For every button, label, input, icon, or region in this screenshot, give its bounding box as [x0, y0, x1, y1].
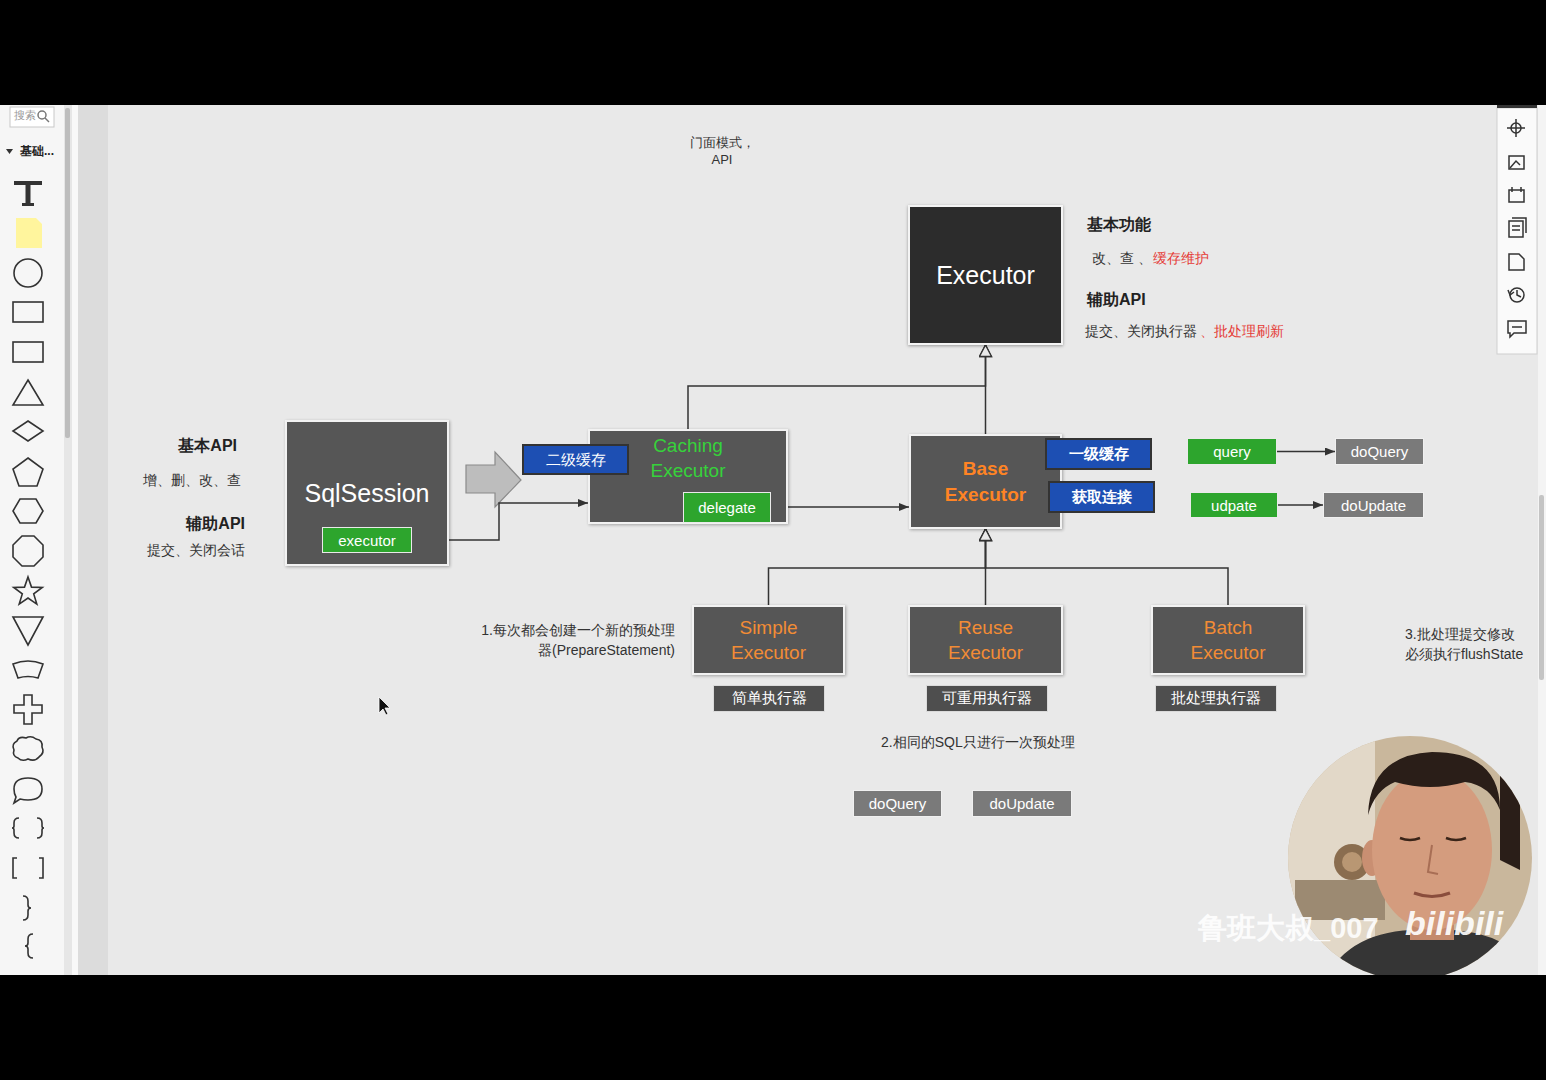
node-label: Caching Executor	[633, 433, 743, 483]
search-icon	[38, 111, 46, 119]
call-connector	[412, 503, 588, 540]
toolbar-icons	[1507, 119, 1526, 337]
node-label: SqlSession	[304, 479, 429, 508]
toolbar-scrollbar	[64, 105, 72, 975]
node-label: 批处理执行器	[1171, 689, 1261, 708]
watermark: bilibili	[1405, 902, 1503, 945]
node-label: 可重用执行器	[942, 689, 1032, 708]
field-tag: executor	[322, 527, 412, 553]
node-label: Batch Executor	[1178, 615, 1278, 665]
node-label: executor	[338, 532, 396, 549]
session-box: SqlSession executor	[285, 420, 449, 566]
name-tag: 批处理执行器	[1155, 685, 1277, 712]
executor-box: Reuse Executor	[908, 605, 1063, 675]
note-text: 1.每次都会创建一个新的预处理器(PrepareStatement)	[475, 620, 675, 660]
mouse-cursor	[379, 697, 390, 715]
feature-tag: 一级缓存	[1045, 438, 1152, 470]
note-text: 提交、关闭会话	[147, 542, 245, 560]
node-label: 简单执行器	[732, 689, 807, 708]
node-label: 二级缓存	[546, 447, 606, 472]
node-label: 获取连接	[1072, 484, 1132, 510]
node-label: doUpdate	[989, 795, 1054, 812]
call-connector	[771, 506, 909, 508]
node-label: Base Executor	[936, 456, 1036, 508]
note-text: 门面模式， API	[684, 134, 760, 168]
toolbar-text: 搜索	[14, 109, 36, 123]
note-text: 、批处理刷新	[1200, 323, 1284, 341]
executor-box: Batch Executor	[1151, 605, 1305, 675]
watermark: 鲁班大叔_007	[1198, 910, 1379, 946]
note-text: 3.批处理提交修改 必须执行flushState	[1405, 624, 1539, 664]
node-label: Executor	[936, 261, 1035, 290]
note-text: 提交、关闭执行器	[1085, 323, 1197, 341]
shape-palette	[12, 181, 44, 958]
toolbar-edge	[1497, 105, 1537, 108]
name-tag: 可重用执行器	[926, 685, 1048, 712]
note-text: 增、删、改、查	[143, 472, 241, 490]
interface-box: Executor	[908, 205, 1063, 345]
call-connector	[1278, 504, 1323, 506]
node-label: delegate	[698, 495, 756, 520]
executor-box: Base Executor一级缓存获取连接	[909, 434, 1062, 529]
top-bar	[0, 0, 1546, 105]
inheritance-connector	[688, 345, 986, 429]
scroll-thumb	[65, 108, 70, 438]
canvas-border	[72, 105, 78, 975]
node-label: Reuse Executor	[936, 615, 1036, 665]
format-toolbar	[1497, 108, 1537, 354]
search-icon	[45, 118, 49, 122]
method-box: doQuery	[853, 790, 942, 817]
feature-tag: 获取连接	[1048, 481, 1155, 513]
node-label: udpate	[1211, 497, 1257, 514]
note-text: 基本API	[178, 436, 237, 456]
method-box: doUpdate	[972, 790, 1072, 817]
executor-box: Simple Executor	[692, 605, 845, 675]
node-label: doQuery	[1351, 443, 1409, 460]
node-label: doUpdate	[1341, 497, 1406, 514]
node-label: Simple Executor	[719, 615, 819, 665]
facade-arrow	[466, 452, 521, 507]
method-tag: query	[1187, 438, 1277, 465]
collapse-caret	[6, 149, 13, 154]
node-label: query	[1213, 443, 1251, 460]
search-field	[10, 107, 54, 127]
node-label: doQuery	[869, 795, 927, 812]
call-connector	[1277, 451, 1335, 453]
shape-toolbar	[0, 105, 64, 975]
method-box: doUpdate	[1323, 492, 1424, 518]
scroll-thumb	[1539, 495, 1544, 680]
inheritance-connector	[985, 345, 987, 434]
note-text: 辅助API	[186, 514, 245, 534]
canvas-margin	[78, 105, 108, 975]
webcam-overlay	[1280, 730, 1545, 990]
name-tag: 简单执行器	[713, 685, 825, 712]
inheritance-connector	[986, 529, 1229, 605]
toolbar-text: 基础...	[20, 144, 54, 159]
note-text: 缓存维护	[1153, 250, 1209, 268]
note-text: 基本功能	[1087, 215, 1151, 235]
node-label: 一级缓存	[1069, 441, 1129, 467]
inheritance-connector	[769, 529, 986, 605]
method-box: doQuery	[1335, 438, 1424, 465]
note-text: 2.相同的SQL只进行一次预处理	[881, 734, 1075, 752]
bottom-bar	[0, 975, 1546, 1080]
executor-box: Caching Executor二级缓存delegate	[588, 429, 788, 524]
feature-tag: 二级缓存	[522, 444, 629, 475]
method-tag: udpate	[1190, 492, 1278, 518]
right-edge	[1538, 105, 1546, 975]
field-tag: delegate	[683, 492, 771, 523]
note-text: 改、查 、	[1092, 250, 1152, 268]
note-text: 辅助API	[1087, 290, 1146, 310]
